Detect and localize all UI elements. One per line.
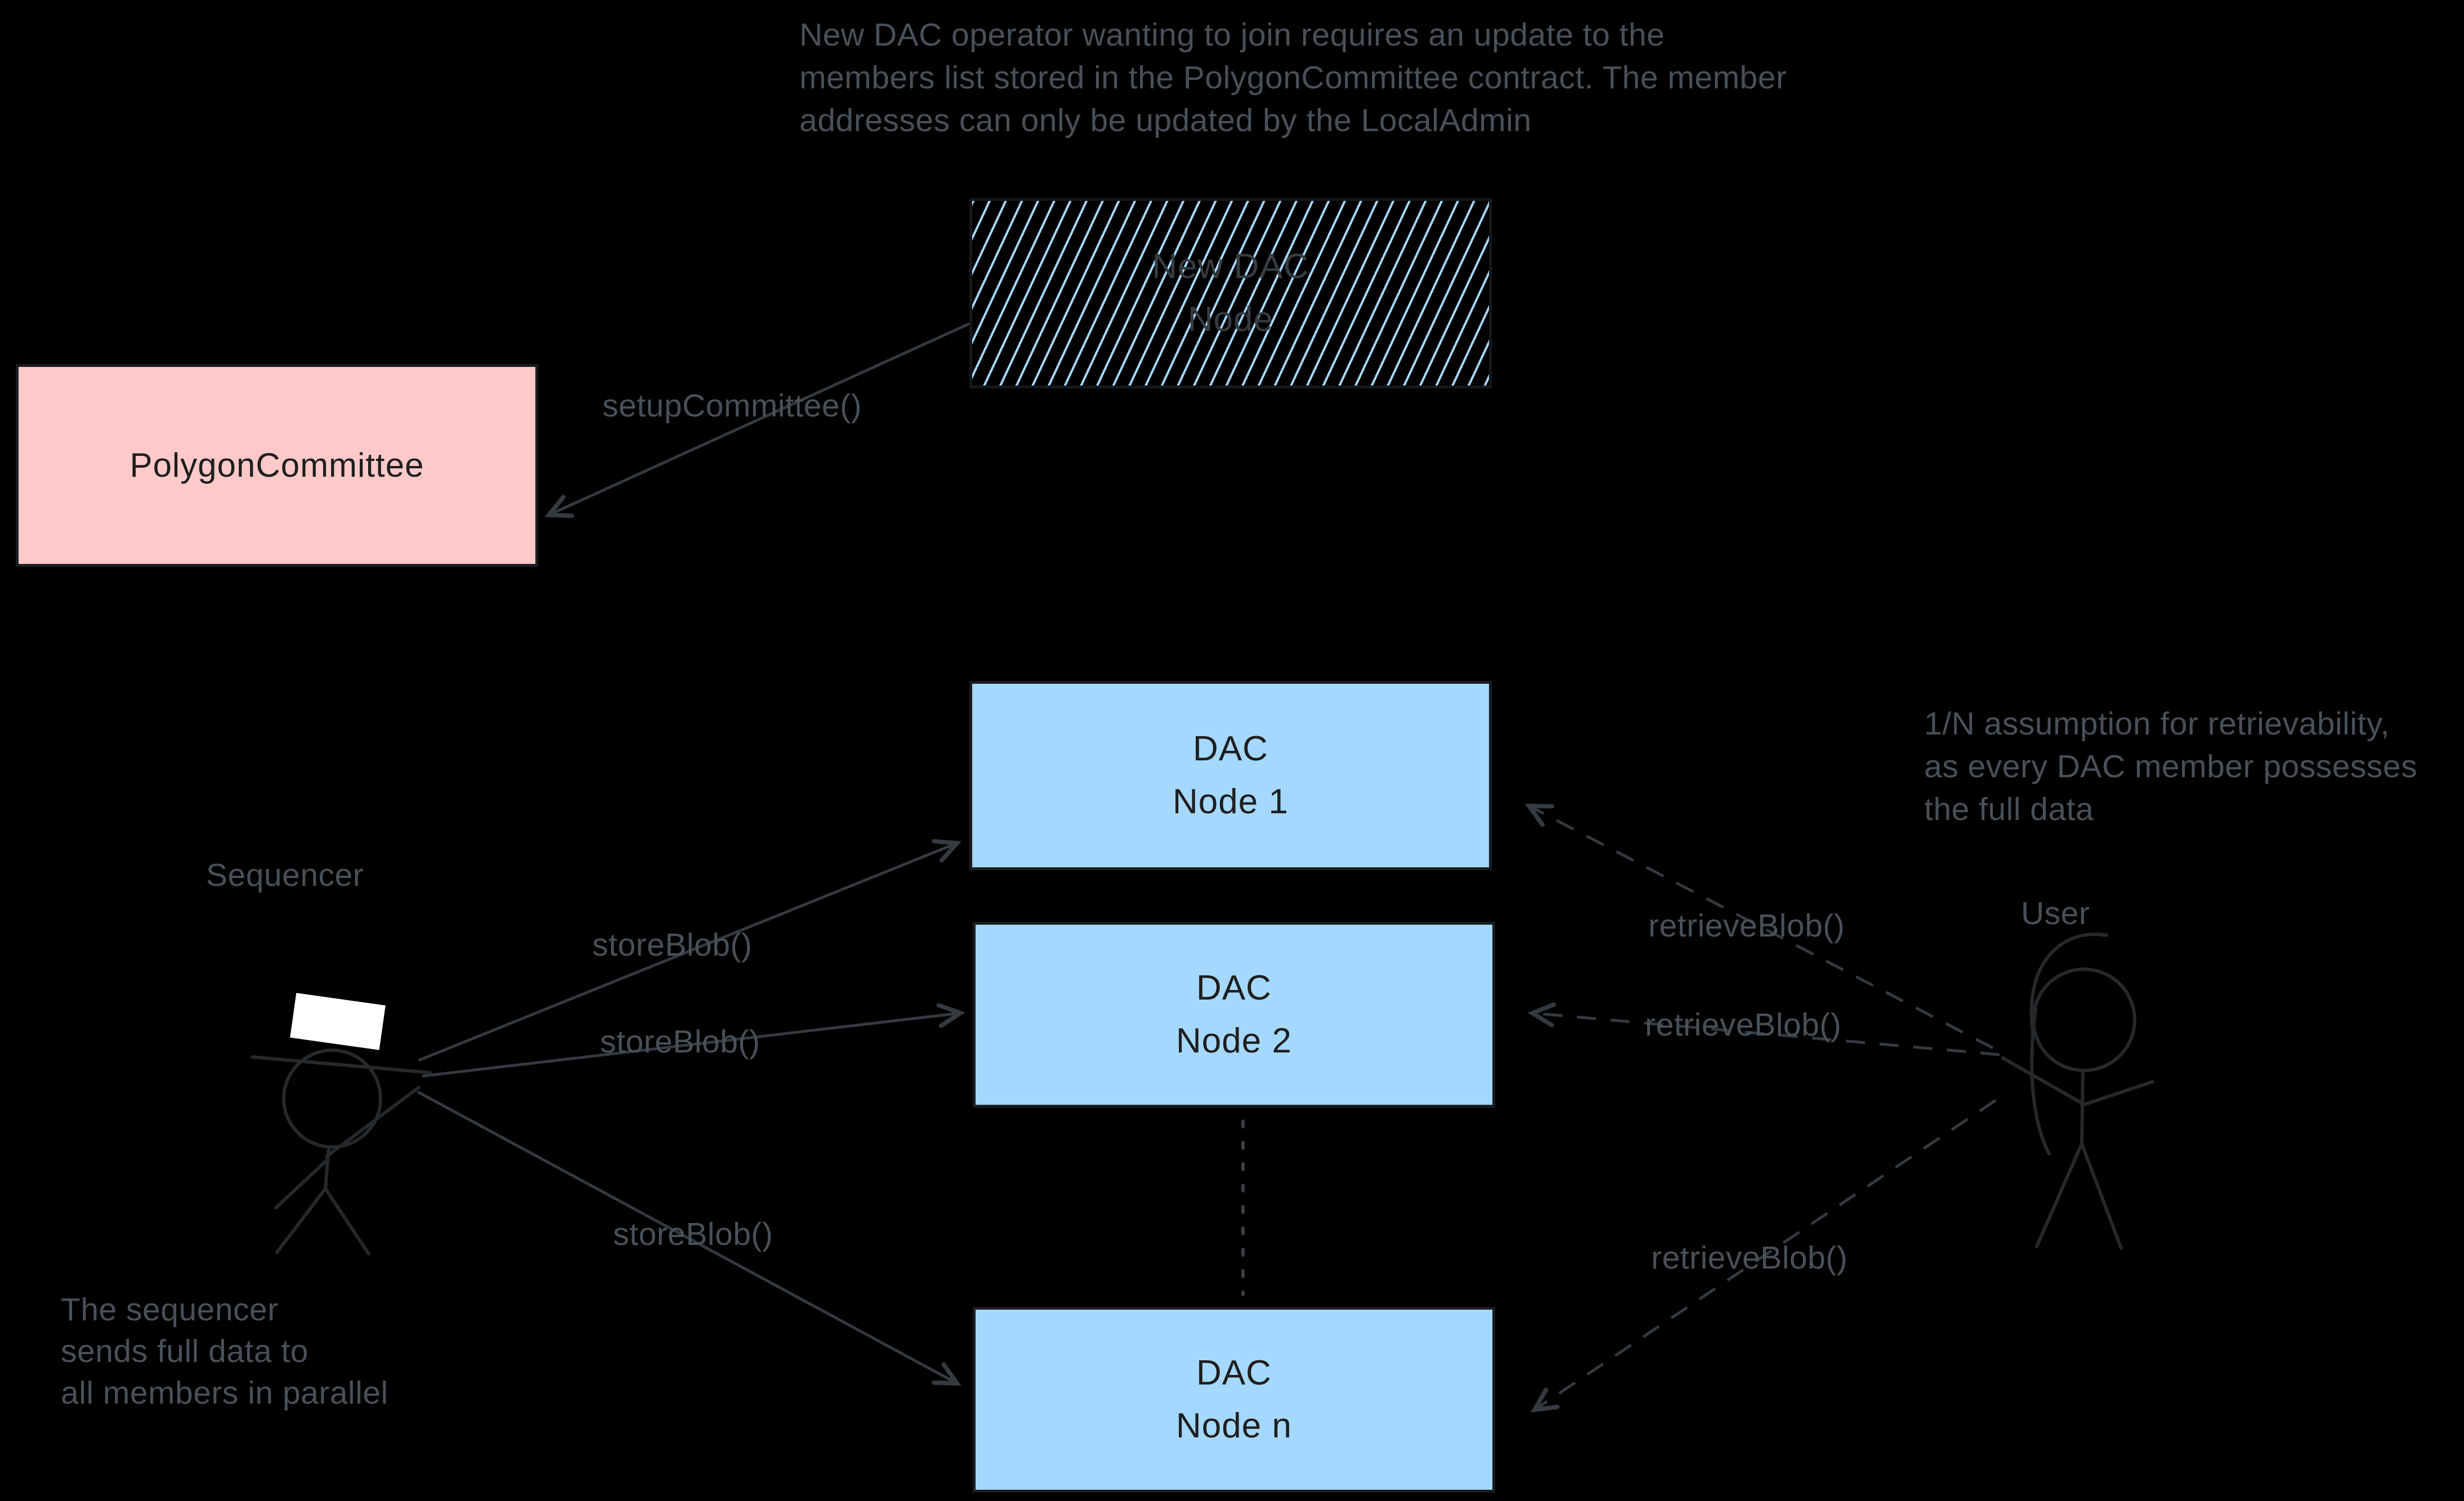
store-blob-arrow-node1 [418, 839, 962, 1062]
retrieve-blob-label-2: retrieveBlob() [1645, 1007, 1842, 1043]
sequencer-note-line1: The sequencer [61, 1292, 279, 1328]
retrievability-note-line1: 1/N assumption for retrievability, [1924, 706, 2390, 742]
store-blob-label-3: storeBlob() [613, 1216, 773, 1252]
dac-node-n-label-line1: DAC [1196, 1354, 1272, 1392]
sequencer-hat [290, 993, 386, 1050]
new-operator-note-line3: addresses can only be updated by the Loc… [799, 102, 1532, 138]
new-operator-note-line2: members list stored in the PolygonCommit… [799, 60, 1787, 96]
setup-committee-label: setupCommittee() [602, 388, 862, 424]
store-blob-label-2: storeBlob() [600, 1024, 761, 1060]
dac-node-n-label-line2: Node n [1176, 1406, 1292, 1445]
new-dac-node-label-line1: New DAC [1152, 247, 1309, 286]
retrievability-note-line2: as every DAC member possesses [1924, 749, 2418, 785]
retrieve-blob-label-3: retrieveBlob() [1651, 1240, 1848, 1276]
dac-node-n-box: DAC Node n [973, 1307, 1495, 1493]
dac-node-2-box: DAC Node 2 [973, 922, 1495, 1108]
new-operator-note-line1: New DAC operator wanting to join require… [799, 17, 1665, 53]
new-operator-note: New DAC operator wanting to join require… [799, 14, 1787, 142]
polygon-committee-label: PolygonCommittee [129, 446, 424, 484]
dac-node-1-box: DAC Node 1 [969, 681, 1492, 870]
dac-node-2-label-line1: DAC [1196, 969, 1272, 1007]
retrieve-blob-arrow-node2 [1527, 1002, 2000, 1056]
retrievability-note-line3: the full data [1924, 791, 2094, 827]
dac-node-2-label-line2: Node 2 [1176, 1021, 1292, 1060]
dac-node-1-label-line2: Node 1 [1173, 782, 1289, 821]
retrievability-note: 1/N assumption for retrievability, as ev… [1924, 702, 2417, 831]
retrieve-blob-label-1: retrieveBlob() [1648, 908, 1845, 944]
dac-node-1-label-line1: DAC [1193, 729, 1268, 768]
sequencer-note: The sequencer sends full data to all mem… [61, 1289, 388, 1414]
sequencer-figure [251, 993, 432, 1256]
store-blob-arrow-noden [417, 1090, 962, 1386]
sequencer-note-line3: all members in parallel [61, 1375, 388, 1411]
sequencer-label: Sequencer [206, 857, 364, 893]
polygon-committee-box: PolygonCommittee [16, 364, 538, 567]
sequencer-note-line2: sends full data to [61, 1333, 308, 1369]
retrieve-blob-arrow-noden [1530, 1099, 1997, 1413]
store-blob-label-1: storeBlob() [592, 927, 753, 963]
setup-committee-arrow [544, 322, 971, 518]
user-figure [2001, 933, 2154, 1250]
user-label: User [2021, 895, 2090, 931]
new-dac-node-box: New DAC Node [969, 198, 1492, 388]
store-blob-arrow-node2 [422, 1003, 965, 1078]
new-dac-node-label-line2: Node [1187, 300, 1274, 339]
